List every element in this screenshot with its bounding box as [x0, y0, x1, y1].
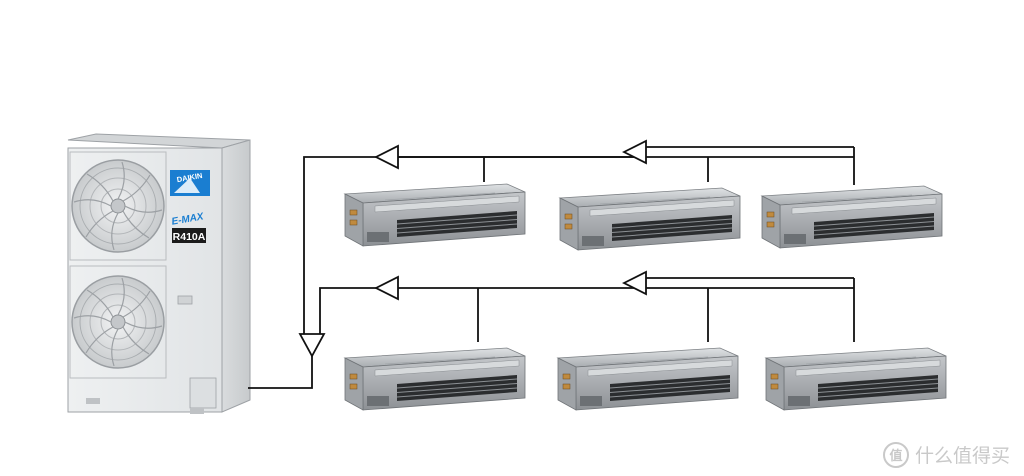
indoor-units-top-row: [344, 183, 943, 251]
fan-guard-icon: [71, 159, 165, 253]
ducted-indoor-unit: [344, 347, 526, 411]
watermark-badge-icon: 值: [882, 441, 909, 468]
refrigerant-piping: [248, 146, 855, 389]
refnet-joint-icon: [373, 275, 399, 301]
lower-branch-pipe: [319, 287, 854, 334]
ducted-indoor-unit: [559, 187, 741, 251]
main-pipe: [248, 356, 313, 389]
fan-guard-icon: [71, 275, 165, 369]
refnet-joint-icon: [298, 333, 326, 358]
outdoor-unit: DAIKIN E-MAX R410A: [67, 133, 251, 414]
refnet-joint-icon: [621, 139, 647, 165]
watermark-text: 什么值得买: [914, 445, 1010, 467]
refnet-joint-icon: [373, 144, 399, 170]
watermark: 值 什么值得买: [882, 441, 1010, 468]
refnet-joint-icon: [621, 270, 647, 296]
indoor-units-bottom-row: [344, 347, 947, 411]
refrigerant-label: R410A: [173, 231, 206, 243]
ducted-indoor-unit: [557, 347, 739, 411]
brand-name-text: DAIKIN: [176, 171, 203, 184]
ducted-indoor-unit: [344, 183, 526, 247]
ducted-indoor-unit: [765, 347, 947, 411]
upper-branch-pipe: [303, 156, 854, 334]
refnet-joints: [298, 139, 647, 358]
ducted-indoor-unit: [761, 185, 943, 249]
